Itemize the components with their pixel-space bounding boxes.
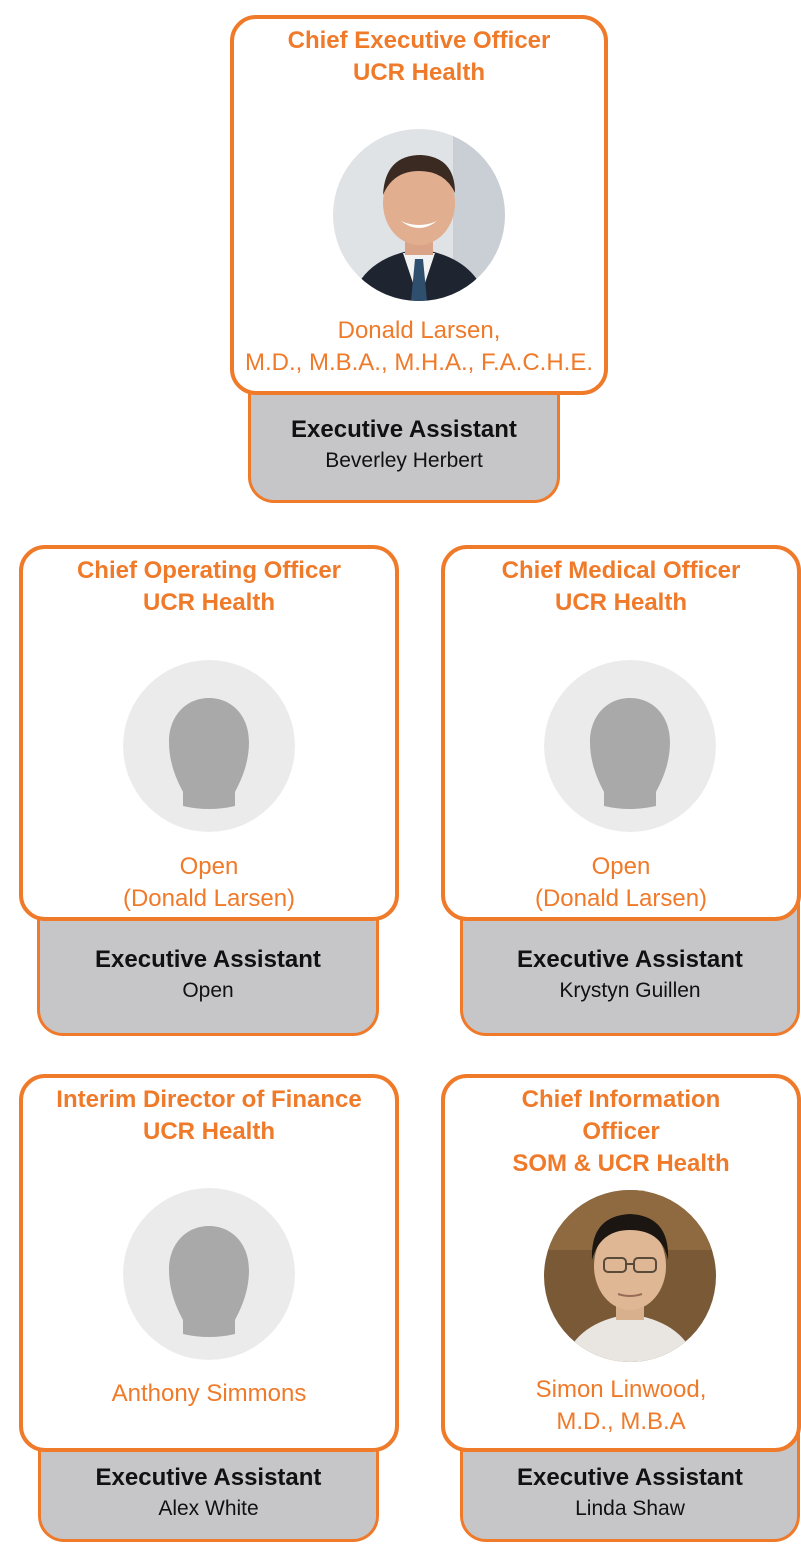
finance-card: Interim Director of Finance UCR Health A… <box>19 1074 399 1452</box>
cio-assistant-role: Executive Assistant <box>517 1464 743 1491</box>
cmo-assistant-name: Krystyn Guillen <box>559 979 701 1002</box>
ceo-assistant-role: Executive Assistant <box>291 416 517 443</box>
finance-name: Anthony Simmons <box>111 1380 307 1407</box>
cmo-person-placeholder-icon <box>544 660 716 832</box>
finance-assistant-role: Executive Assistant <box>95 1464 322 1491</box>
cio-portrait-photo <box>544 1190 716 1362</box>
cio-title: Chief Information Officer SOM & UCR Heal… <box>512 1086 730 1177</box>
coo-card: Chief Operating Officer UCR Health Open … <box>19 545 399 921</box>
cio-name: Simon Linwood, M.D., M.B.A <box>535 1376 707 1435</box>
cmo-assistant-role: Executive Assistant <box>517 946 743 973</box>
cmo-title: Chief Medical Officer UCR Health <box>501 557 741 616</box>
finance-person-placeholder-icon <box>123 1188 295 1360</box>
coo-assistant-name: Open <box>182 979 234 1002</box>
cmo-name: Open (Donald Larsen) <box>534 853 708 912</box>
coo-title: Chief Operating Officer UCR Health <box>76 557 342 616</box>
ceo-portrait-photo <box>333 129 505 301</box>
ceo-assistant-box: Executive Assistant Beverley Herbert <box>248 376 560 503</box>
ceo-card: Chief Executive Officer UCR Health Donal… <box>230 15 608 395</box>
cio-card: Chief Information Officer SOM & UCR Heal… <box>441 1074 801 1452</box>
finance-title: Interim Director of Finance UCR Health <box>56 1086 362 1145</box>
coo-assistant-box: Executive Assistant Open <box>37 902 379 1036</box>
coo-person-placeholder-icon <box>123 660 295 832</box>
cmo-card: Chief Medical Officer UCR Health Open (D… <box>441 545 801 921</box>
ceo-name: Donald Larsen, M.D., M.B.A., M.H.A., F.A… <box>244 317 594 376</box>
cio-assistant-name: Linda Shaw <box>575 1497 685 1520</box>
ceo-assistant-name: Beverley Herbert <box>325 449 483 472</box>
cmo-assistant-box: Executive Assistant Krystyn Guillen <box>460 902 800 1036</box>
coo-name: Open (Donald Larsen) <box>122 853 296 912</box>
ceo-title: Chief Executive Officer UCR Health <box>287 27 551 86</box>
coo-assistant-role: Executive Assistant <box>95 946 321 973</box>
finance-assistant-name: Alex White <box>158 1497 259 1520</box>
